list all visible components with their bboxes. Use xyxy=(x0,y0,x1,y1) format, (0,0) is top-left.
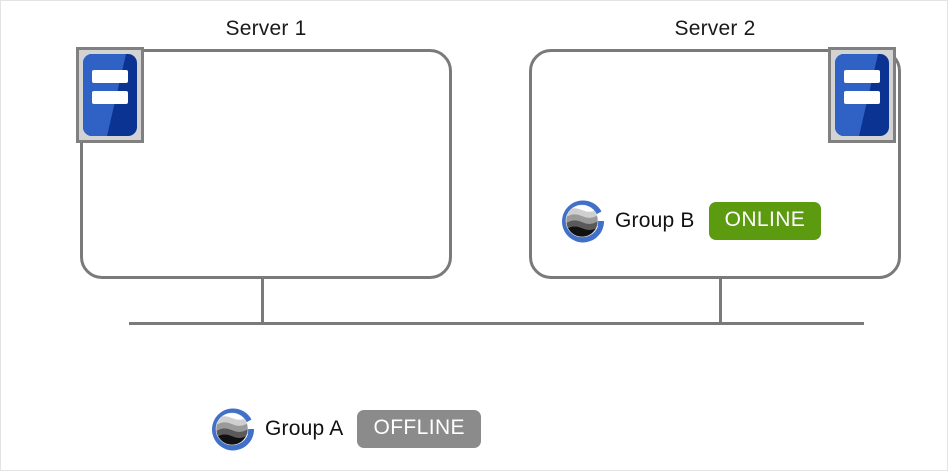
server-2-title: Server 2 xyxy=(674,17,756,40)
status-badge[interactable]: ONLINE xyxy=(708,201,822,241)
resource-group-globe-icon xyxy=(207,401,263,457)
resource-group-row-b[interactable]: Group B ONLINE xyxy=(557,193,822,249)
server-2-bus-connector xyxy=(719,278,722,324)
resource-group-label: Group A xyxy=(265,417,344,440)
status-badge[interactable]: OFFLINE xyxy=(357,409,481,449)
resource-group-label: Group B xyxy=(615,209,695,232)
server-1-bus-connector xyxy=(261,278,264,324)
server-node-icon[interactable] xyxy=(76,47,144,143)
shared-bus-line xyxy=(129,322,864,325)
server-node-icon[interactable] xyxy=(828,47,896,143)
resource-group-row-a[interactable]: Group A OFFLINE xyxy=(207,401,481,457)
resource-group-globe-icon xyxy=(557,193,613,249)
server-1-title: Server 1 xyxy=(225,17,307,40)
